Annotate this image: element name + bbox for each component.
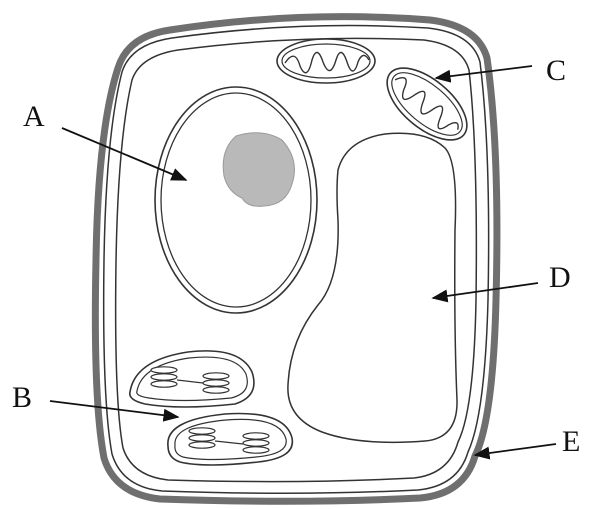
arrow-e <box>475 444 556 455</box>
label-c: C <box>546 54 566 87</box>
chloroplast-upper <box>130 351 254 407</box>
label-b: B <box>12 381 32 414</box>
label-a: A <box>23 100 45 133</box>
nucleus <box>155 87 317 313</box>
label-d: D <box>549 261 571 294</box>
arrow-c <box>436 66 532 78</box>
chloroplast-b <box>168 414 293 466</box>
label-e: E <box>562 425 580 458</box>
mitochondrion-top <box>277 39 375 83</box>
